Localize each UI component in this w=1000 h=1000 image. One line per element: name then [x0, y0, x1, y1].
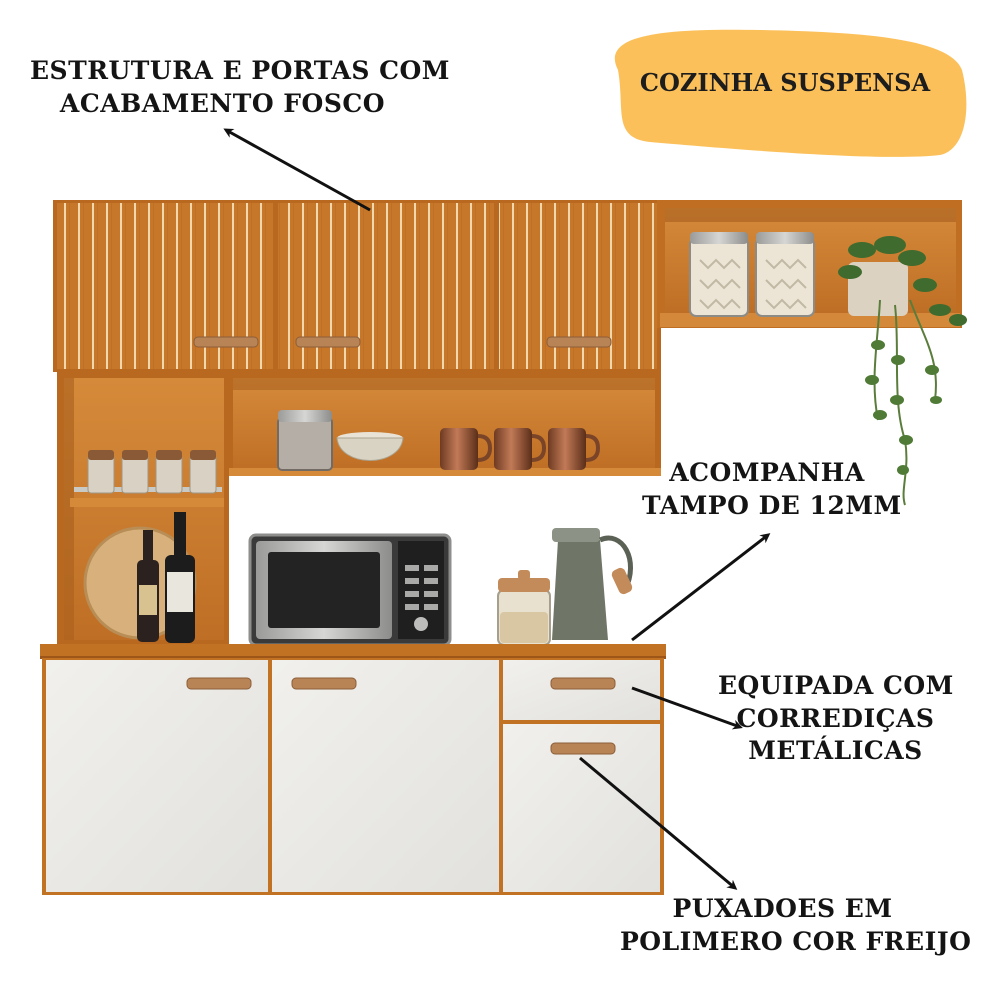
mug-icon: [494, 428, 547, 470]
upper-right-handle[interactable]: [546, 336, 612, 348]
callout-line: ESTRUTURA E PORTAS COM: [30, 56, 450, 85]
canister-icon: [277, 410, 333, 471]
countertop: [40, 644, 666, 658]
callout-line: POLIMERO COR FREIJO: [620, 926, 972, 956]
bowl-icon: [336, 432, 404, 461]
bottle-icon: [165, 512, 195, 643]
drawer-handle[interactable]: [550, 677, 616, 690]
suspended-niche: [657, 200, 967, 506]
arrow-icon: [631, 686, 743, 730]
bottle-icon: [137, 530, 159, 642]
spice-jar-icon: [87, 450, 115, 494]
callout-line: EQUIPADA COM: [718, 671, 954, 700]
base-middle-handle[interactable]: [291, 677, 357, 690]
callout-line: TAMPO DE 12MM: [642, 490, 902, 520]
callout-line: ACABAMENTO FOSCO: [59, 88, 386, 118]
microwave-icon: [248, 533, 452, 647]
plant-icon: [838, 236, 967, 506]
callout-line: ACOMPANHA: [669, 458, 865, 487]
middle-hutch: [57, 372, 661, 644]
base-door-middle[interactable]: [272, 660, 499, 892]
spice-jar-icon: [155, 450, 183, 494]
callout-puxadores: PUXADOES EM POLIMERO COR FREIJO: [620, 893, 972, 958]
callout-tampo: ACOMPANHA TAMPO DE 12MM: [642, 457, 902, 522]
upper-middle-handle[interactable]: [295, 336, 361, 348]
canister-icon: [689, 232, 749, 317]
arrow-icon: [223, 128, 371, 212]
arrow-icon: [631, 533, 771, 642]
upper-cabinets: [53, 200, 661, 372]
base-right-handle[interactable]: [550, 742, 616, 755]
callout-estrutura: ESTRUTURA E PORTAS COM ACABAMENTO FOSCO: [30, 55, 450, 120]
canister-icon: [755, 232, 815, 317]
mug-icon: [548, 428, 601, 470]
arrow-icon: [579, 756, 738, 890]
canister-icon: [497, 570, 551, 646]
callout-line: PUXADOES EM: [672, 894, 893, 923]
base-cabinets: [42, 658, 664, 895]
spice-jar-icon: [121, 450, 149, 494]
badge-blob: [614, 29, 967, 157]
kettle-icon: [552, 528, 633, 640]
spice-jar-icon: [189, 450, 217, 494]
base-left-handle[interactable]: [186, 677, 252, 690]
upper-left-handle[interactable]: [193, 336, 259, 348]
mug-icon: [440, 428, 493, 470]
callout-corredicas: EQUIPADA COM CORREDIÇAS METÁLICAS: [718, 670, 953, 768]
callout-line: METÁLICAS: [748, 736, 923, 765]
callout-line: CORREDIÇAS: [736, 703, 935, 733]
badge-title: COZINHA SUSPENSA: [639, 68, 931, 97]
base-door-left[interactable]: [46, 660, 268, 892]
